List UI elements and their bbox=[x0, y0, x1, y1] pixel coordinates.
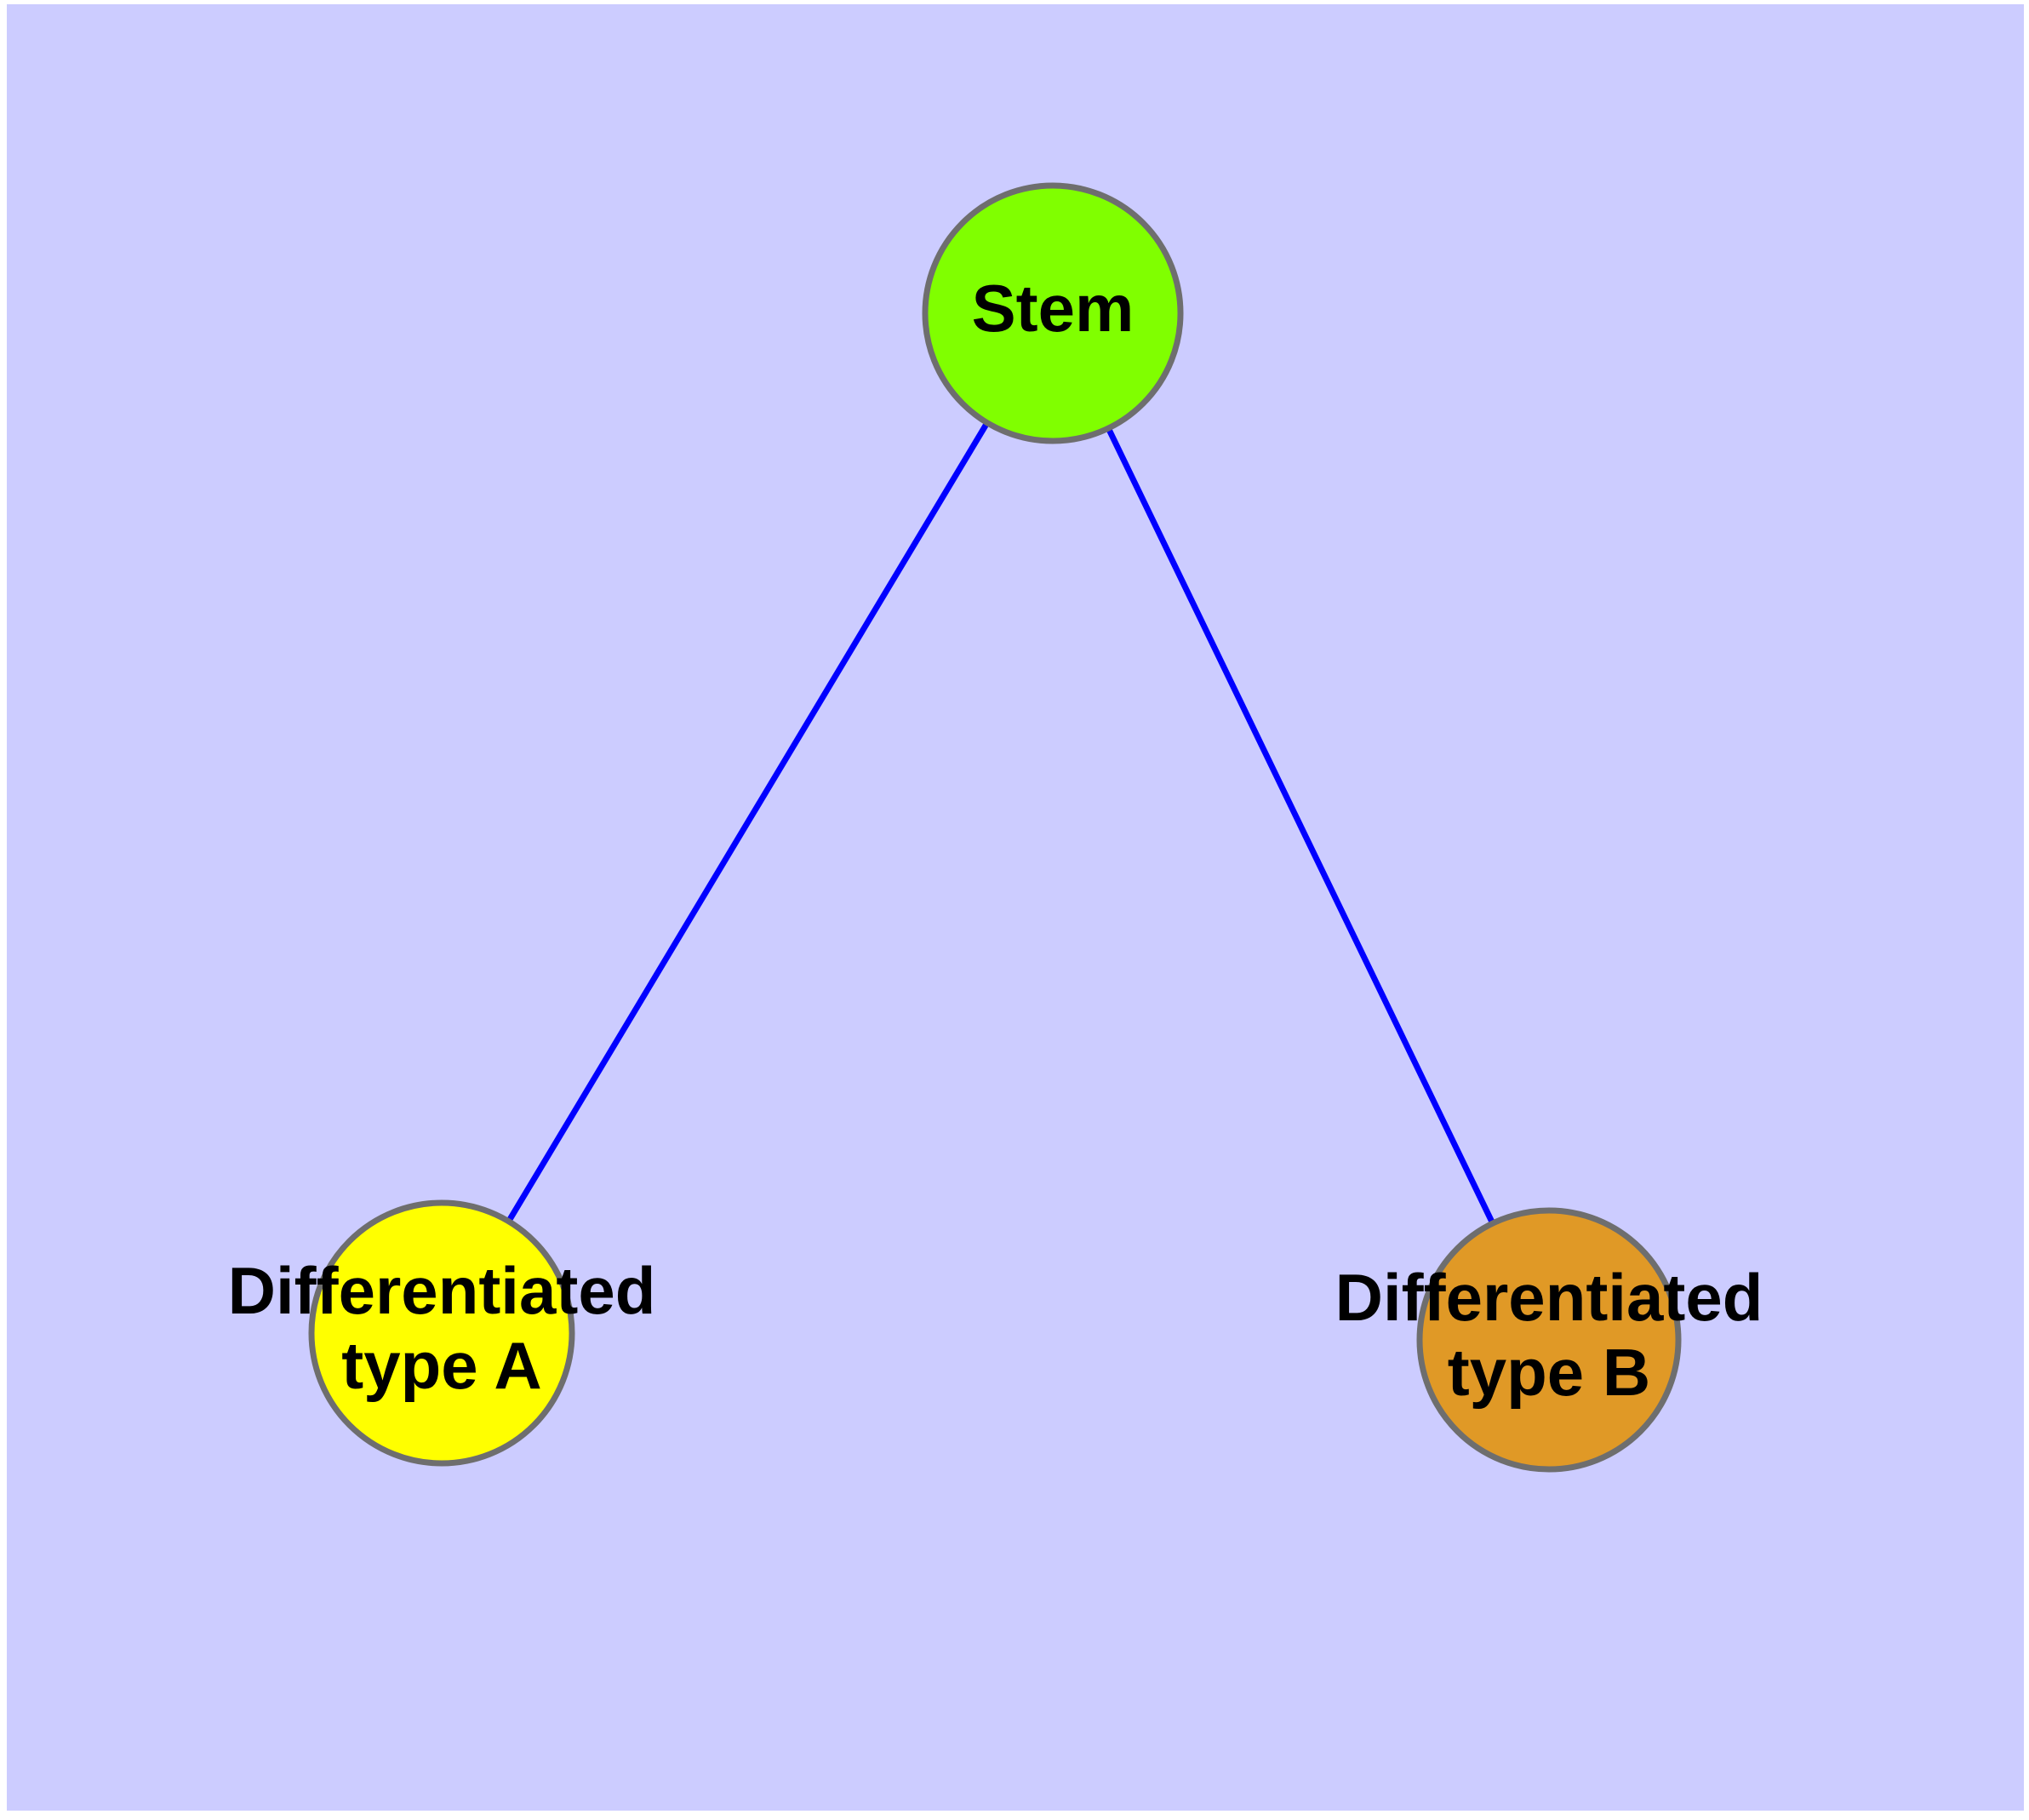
edges-layer bbox=[505, 420, 1496, 1227]
node-label-line: Stem bbox=[972, 271, 1135, 346]
edge-stem-diff-b[interactable] bbox=[1105, 425, 1496, 1227]
node-stem[interactable]: Stem bbox=[922, 182, 1184, 444]
edge-stem-diff-a[interactable] bbox=[505, 420, 991, 1225]
node-label-line: Differentiated bbox=[228, 1253, 656, 1328]
node-circle-diff_a[interactable] bbox=[308, 1199, 575, 1467]
node-label-line: Differentiated bbox=[1335, 1260, 1763, 1335]
node-circle-diff_b[interactable] bbox=[1416, 1207, 1682, 1473]
node-circle-stem[interactable] bbox=[922, 182, 1184, 444]
node-label-line: type A bbox=[341, 1328, 542, 1403]
node-label-stem: Stem bbox=[972, 271, 1135, 346]
node-label-line: type B bbox=[1448, 1335, 1650, 1410]
